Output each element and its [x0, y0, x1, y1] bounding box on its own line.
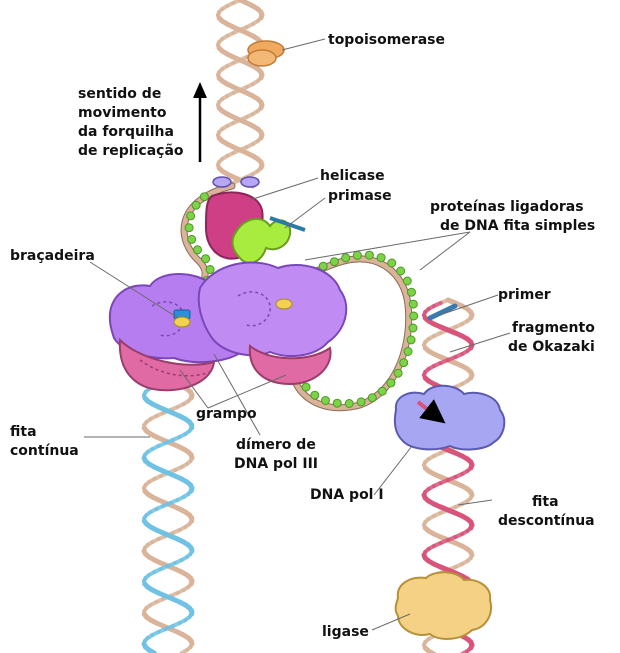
dna-pol-i-protein [393, 384, 506, 451]
parental-dna-helix [216, 0, 265, 189]
clamp-loader-bracadeira [173, 298, 293, 328]
label-fita-continua-1: fita [10, 424, 37, 440]
ssb-protein-dot [396, 266, 406, 276]
label-helicase: helicase [320, 168, 385, 184]
ssb-protein-dot [199, 192, 209, 202]
ssb-protein-dot [318, 261, 328, 271]
ssb-protein-dot [332, 398, 342, 408]
ssb-protein-dot [191, 200, 201, 210]
label-primer: primer [498, 287, 551, 303]
ssb-protein-dot [403, 347, 413, 356]
ssb-protein-dot [186, 211, 196, 221]
leader-lines [84, 38, 511, 631]
label-ssb-1: proteínas ligadoras [430, 199, 584, 215]
ssb-protein-dot [301, 382, 311, 392]
label-grampo: grampo [196, 406, 257, 422]
ssb-protein-dot [193, 245, 202, 255]
ssb-protein-dot [409, 311, 419, 321]
label-direction-2: movimento [78, 105, 167, 121]
ssb-protein-dot [344, 399, 354, 408]
ligase-protein [394, 571, 492, 640]
ssb-protein-dot [376, 253, 386, 263]
ssb-protein-dot [341, 253, 351, 263]
label-ligase: ligase [322, 624, 369, 640]
ssb-protein-dot [386, 378, 396, 388]
label-direction-3: da forquilha [78, 124, 174, 140]
primer-segment [427, 303, 458, 321]
ssb-protein-dot [407, 287, 416, 297]
leading-strand-helix [141, 377, 195, 653]
arrow-up-icon [193, 82, 207, 162]
ssb-protein-dot [402, 276, 412, 286]
label-okazaki-2: de Okazaki [508, 339, 595, 355]
label-okazaki-1: fragmento [512, 320, 595, 336]
ssb-protein-dot [187, 234, 197, 244]
label-dna-pol-i: DNA pol I [310, 487, 384, 503]
label-dimero-1: dímero de [236, 437, 316, 453]
ssb-protein-dot [377, 386, 387, 396]
ssb-protein-dot [367, 393, 377, 403]
ssb-protein-dot [408, 323, 418, 333]
ssb-protein-dot [387, 258, 397, 268]
ssb-protein-dot [321, 396, 330, 405]
label-dimero-2: DNA pol III [234, 456, 318, 472]
label-ssb-2: de DNA fita simples [440, 218, 595, 234]
primase-protein [231, 216, 306, 264]
ssb-protein-dot [408, 299, 418, 309]
ssb-protein-dot [329, 257, 339, 267]
ssb-protein-dot [364, 250, 374, 260]
label-primase: primase [328, 188, 392, 204]
label-direction-1: sentido de [78, 86, 161, 102]
label-fita-descontinua-2: descontínua [498, 513, 595, 529]
label-direction-4: de replicação [78, 143, 184, 159]
label-topoisomerase: topoisomerase [328, 32, 445, 48]
ssb-protein-dot [406, 335, 416, 345]
ssb-protein-dot [356, 397, 366, 407]
ssb-protein-dot [399, 358, 409, 368]
ssb-protein-dot [201, 254, 211, 264]
ssb-protein-dot [352, 250, 362, 260]
dna-pol-iii-dimer [108, 261, 348, 364]
label-fita-descontinua-1: fita [532, 494, 559, 510]
clamp-grampo [118, 337, 332, 392]
label-fita-continua-2: contínua [10, 443, 79, 459]
topoisomerase-protein [247, 40, 285, 67]
ssb-protein-dot [393, 368, 403, 378]
ssb-protein-dot [205, 265, 215, 274]
ssb-protein-dot [310, 390, 320, 400]
label-bracadeira: braçadeira [10, 248, 95, 264]
ssb-protein-dot [184, 223, 194, 233]
